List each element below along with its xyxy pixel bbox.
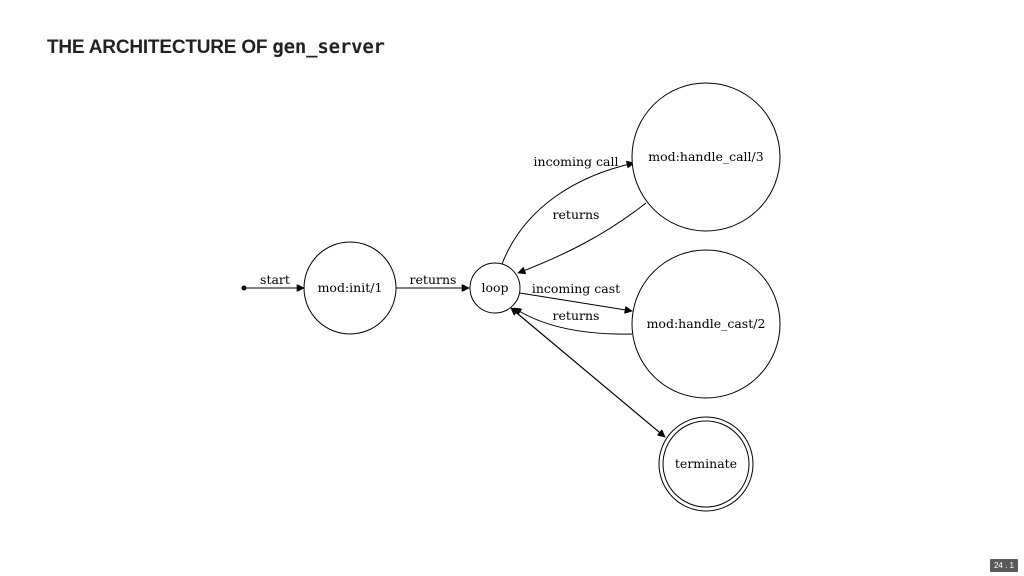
- edge-incoming-call-label: incoming call: [534, 154, 619, 169]
- edge-start-label: start: [260, 272, 290, 287]
- node-terminate-label: terminate: [675, 456, 737, 471]
- slide-number: 24 . 1: [989, 559, 1018, 572]
- edge-terminate-back: [511, 308, 666, 438]
- title-prefix: THE ARCHITECTURE OF: [47, 37, 273, 58]
- edge-cast-returns-label: returns: [553, 308, 600, 323]
- node-init-label: mod:init/1: [318, 280, 383, 295]
- node-loop: [469, 262, 521, 314]
- node-handle-call-label: mod:handle_call/3: [648, 149, 763, 164]
- edge-init-returns-label: returns: [410, 272, 457, 287]
- node-handle-cast: [631, 249, 781, 399]
- node-terminate-inner: [662, 420, 750, 508]
- edge-incoming-call: [501, 163, 634, 265]
- edge-call-returns-label: returns: [553, 207, 600, 222]
- edge-incoming-cast: [519, 292, 632, 311]
- node-init: [303, 241, 397, 335]
- node-handle-call: [631, 82, 781, 232]
- node-handle-cast-label: mod:handle_cast/2: [647, 316, 766, 331]
- edge-call-returns: [518, 202, 647, 273]
- node-loop-label: loop: [481, 280, 508, 295]
- slide-title: THE ARCHITECTURE OF gen_server: [47, 36, 385, 59]
- start-point: [241, 285, 247, 291]
- edge-incoming-cast-label: incoming cast: [532, 281, 620, 296]
- edge-cast-returns: [514, 308, 633, 335]
- title-code: gen_server: [272, 36, 385, 58]
